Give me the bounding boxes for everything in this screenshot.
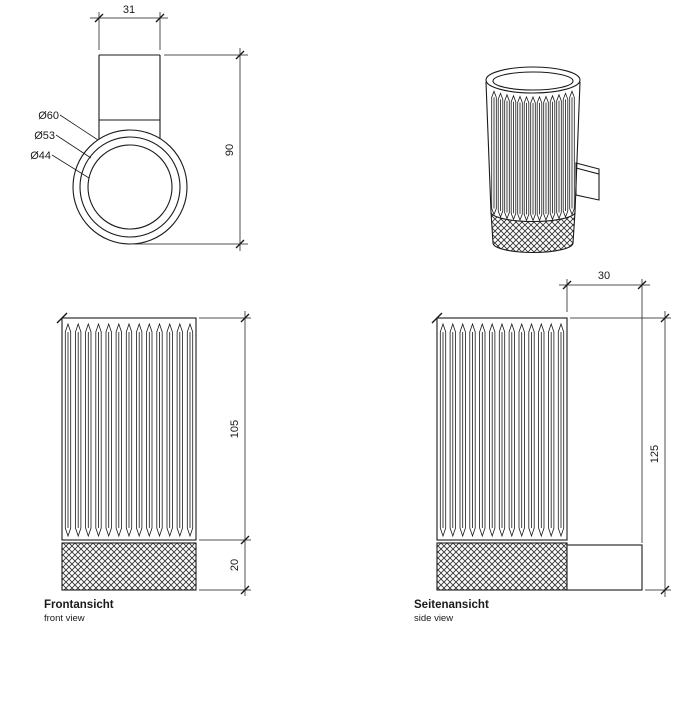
wall-bracket-3d — [575, 162, 600, 201]
width-dim-ticks — [94, 13, 165, 23]
knurled-base-3d — [490, 211, 576, 254]
bracket-dim-ticks — [562, 280, 647, 290]
flute — [562, 92, 569, 219]
side-view-title: Seitenansicht — [414, 599, 489, 611]
flute — [504, 93, 510, 220]
total-height-dim-label: 125 — [649, 445, 661, 463]
flute — [449, 322, 456, 538]
bracket-depth-dim-label: 30 — [598, 270, 610, 282]
side-flutes — [439, 322, 565, 538]
flute — [469, 322, 476, 538]
flute — [491, 90, 497, 216]
flute — [166, 322, 173, 538]
flute — [548, 322, 555, 538]
body-side-edges — [485, 81, 581, 213]
flute — [543, 95, 549, 222]
top-view: Ø60 Ø53 Ø44 31 90 — [30, 4, 248, 251]
side-view: 30 125 Seitenansicht side view — [414, 270, 671, 624]
flute — [549, 94, 556, 221]
flute — [557, 322, 565, 538]
width-dim-label: 31 — [123, 4, 135, 16]
flute — [569, 90, 575, 216]
wall-bracket — [566, 544, 643, 591]
flute — [95, 322, 102, 538]
flute — [489, 322, 496, 538]
flute — [125, 322, 133, 538]
depth-extension-lines — [134, 48, 248, 251]
front-flutes — [64, 322, 194, 538]
flute — [510, 94, 517, 221]
front-view-title: Frontansicht — [44, 599, 114, 611]
inner-diameter-label: Ø44 — [30, 150, 51, 162]
width-extension-lines — [90, 12, 168, 50]
depth-dim-ticks — [235, 50, 245, 249]
flute — [498, 322, 506, 538]
flute — [146, 322, 153, 538]
height-extension-lines — [570, 311, 671, 597]
mounting-tube — [98, 54, 161, 140]
base-height-dim-label: 20 — [229, 559, 241, 571]
diameter-leader-lines — [51, 114, 99, 179]
flute — [528, 322, 535, 538]
outer-diameter-circle — [72, 129, 188, 245]
corner-tick — [431, 312, 443, 324]
flute — [538, 322, 545, 538]
inner-diameter-circle — [87, 144, 173, 230]
flute — [105, 322, 112, 538]
flute — [479, 322, 486, 538]
flute — [439, 322, 447, 538]
flute — [85, 322, 92, 538]
flute — [523, 95, 530, 222]
front-dim-ticks — [240, 313, 250, 595]
front-view-subtitle: front view — [44, 613, 85, 624]
mid-diameter-circle — [79, 136, 181, 238]
flute — [156, 322, 163, 538]
flute — [530, 95, 536, 222]
perspective-view — [485, 66, 600, 254]
body-height-dim-label: 105 — [229, 420, 241, 438]
flute — [64, 322, 72, 538]
knurled-base — [61, 542, 197, 591]
mid-diameter-label: Ø53 — [34, 130, 55, 142]
depth-dim-label: 90 — [224, 144, 236, 156]
outer-diameter-label: Ø60 — [38, 110, 59, 122]
flute — [536, 95, 543, 222]
inner-rim-ellipse — [492, 71, 574, 91]
flute — [136, 322, 143, 538]
bracket-extension-lines — [559, 279, 650, 543]
flute — [497, 92, 504, 219]
side-view-subtitle: side view — [414, 613, 453, 624]
front-view: 105 20 Frontansicht front view — [44, 311, 251, 624]
flute — [459, 322, 466, 538]
flute — [518, 322, 525, 538]
knurled-base — [436, 542, 568, 591]
flute — [115, 322, 122, 538]
flute — [556, 93, 562, 220]
front-extension-lines — [199, 311, 251, 596]
flute — [176, 322, 183, 538]
flute — [508, 322, 515, 538]
flute — [75, 322, 82, 538]
corner-tick — [56, 312, 68, 324]
flute — [186, 322, 194, 538]
flute — [517, 95, 523, 222]
perspective-flutes — [491, 90, 575, 222]
height-dim-ticks — [660, 313, 670, 595]
